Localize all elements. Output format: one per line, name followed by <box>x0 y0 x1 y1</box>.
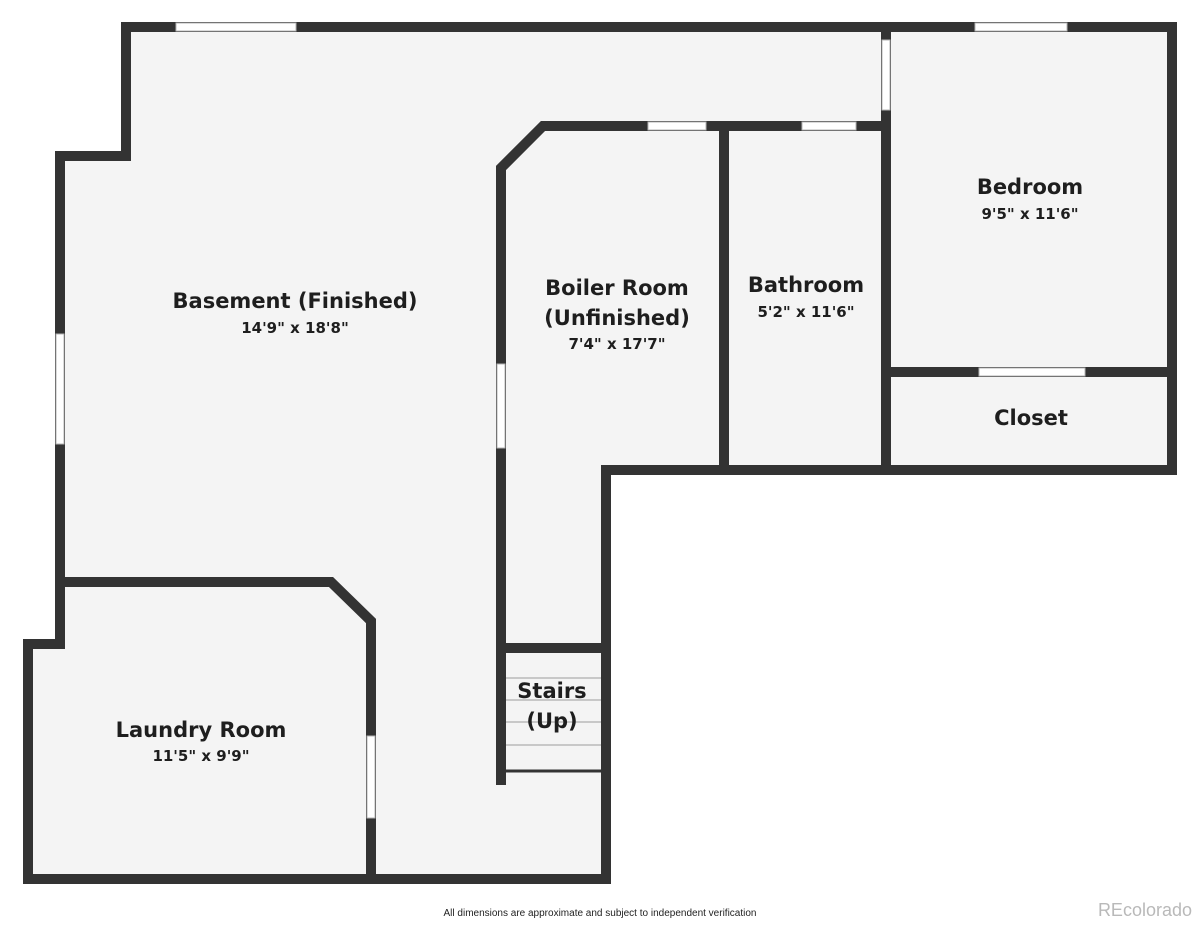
door-closet <box>978 367 1086 377</box>
door-bedroom-hall <box>881 39 891 111</box>
floor-bedroom <box>886 27 1172 372</box>
stairs-name-line2: (Up) <box>526 709 577 733</box>
boiler-left-wall <box>496 121 891 785</box>
bathroom-dimensions: 5'2" x 11'6" <box>757 303 854 321</box>
floor-areas <box>28 27 1172 876</box>
floor-main <box>60 27 886 876</box>
boiler-dimensions: 7'4" x 17'7" <box>568 335 665 353</box>
window-basement-left <box>55 333 65 445</box>
room-labels: Basement (Finished) 14'9" x 18'8" Boiler… <box>116 175 1084 765</box>
openings <box>55 22 1086 819</box>
bedroom-name: Bedroom <box>977 175 1083 199</box>
door-laundry <box>366 735 376 819</box>
disclaimer-note: All dimensions are approximate and subje… <box>443 908 757 919</box>
boiler-name-line1: Boiler Room <box>545 276 689 300</box>
window-bedroom-top <box>974 22 1068 32</box>
bedroom-dimensions: 9'5" x 11'6" <box>981 205 1078 223</box>
door-bathroom-top <box>801 121 857 131</box>
stairs-name-line1: Stairs <box>517 679 586 703</box>
watermark-logo: REcolorado <box>1097 900 1192 920</box>
closet-name: Closet <box>994 406 1068 430</box>
door-boiler-left <box>496 363 506 449</box>
window-basement-top <box>175 22 297 32</box>
floor-stairs <box>501 648 606 876</box>
laundry-name: Laundry Room <box>116 718 287 742</box>
floor-laundry <box>28 582 371 876</box>
outer-wall <box>23 22 1177 884</box>
floor-closet <box>886 372 1172 470</box>
stair-treads <box>506 677 601 746</box>
floor-bathroom <box>724 126 886 470</box>
basement-name: Basement (Finished) <box>173 289 418 313</box>
boiler-name-line2: (Unfinished) <box>544 306 690 330</box>
basement-dimensions: 14'9" x 18'8" <box>241 319 349 337</box>
floor-boiler <box>501 126 724 648</box>
door-boiler-top <box>647 121 707 131</box>
bathroom-name: Bathroom <box>748 273 864 297</box>
laundry-dimensions: 11'5" x 9'9" <box>152 747 249 765</box>
